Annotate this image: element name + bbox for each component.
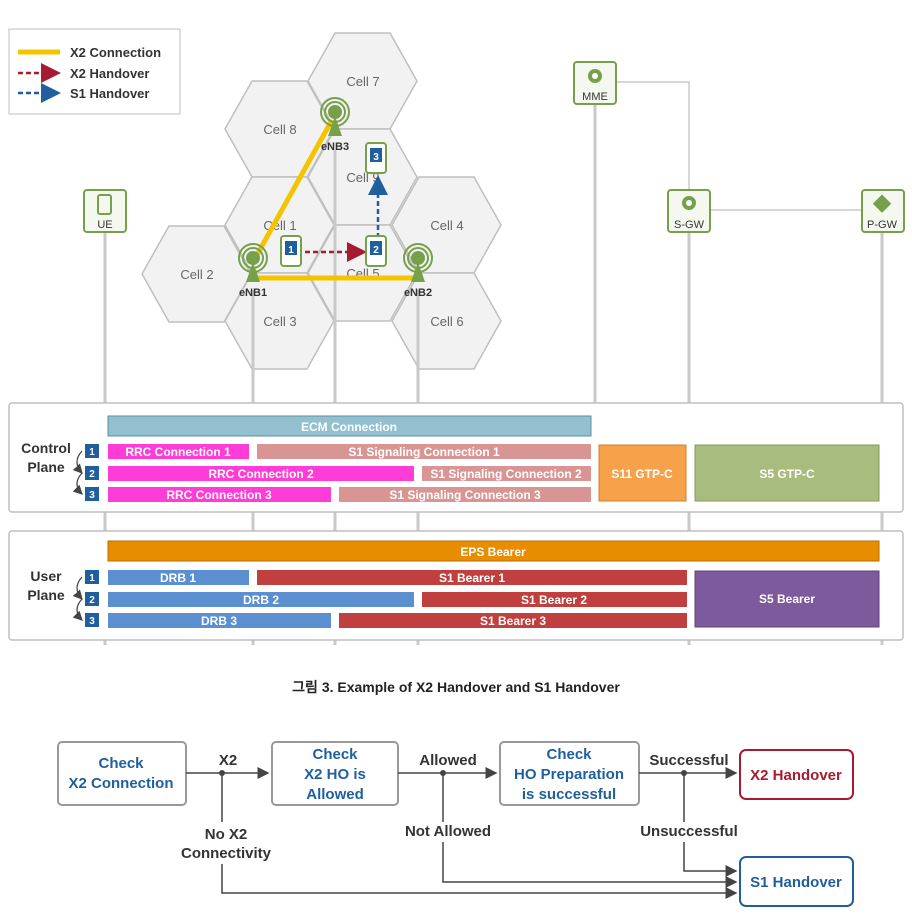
check-prep-line2: HO Preparation — [514, 766, 624, 783]
check-prep-line1: Check — [546, 746, 592, 763]
cell-3-label: Cell 3 — [263, 314, 296, 329]
control-plane-label-2: Plane — [27, 459, 65, 475]
check-x2-line2: X2 Connection — [68, 775, 173, 792]
check-ho-line3: Allowed — [306, 786, 364, 803]
ue-position-3: 3 — [365, 142, 387, 174]
label-unsuccessful: Unsuccessful — [640, 823, 738, 840]
cell-8-label: Cell 8 — [263, 122, 296, 137]
label-successful: Successful — [649, 752, 728, 769]
enb1: eNB1 — [238, 243, 268, 299]
ue-node: UE — [83, 189, 127, 233]
label-no-x2-line1: No X2 — [205, 826, 248, 843]
enb3-label: eNB3 — [321, 141, 349, 153]
sgw-node: S-GW — [667, 189, 711, 233]
s1-bearer-2: S1 Bearer 2 — [521, 593, 587, 607]
pgw-node-label: P-GW — [867, 219, 898, 231]
phone-icon — [97, 194, 112, 215]
cell-6-label: Cell 6 — [430, 314, 463, 329]
x2-handover-box — [739, 749, 854, 800]
s11-gtpc: S11 GTP-C — [611, 467, 673, 481]
label-x2: X2 — [219, 752, 237, 769]
user-plane-label-2: Plane — [27, 587, 65, 603]
legend: X2 Connection X2 Handover S1 Handover — [8, 28, 181, 115]
s5-gtpc: S5 GTP-C — [759, 467, 815, 481]
check-ho-line2: X2 HO is — [304, 766, 366, 783]
s1-signaling-1: S1 Signaling Connection 1 — [348, 445, 500, 459]
ue-position-2-num: 2 — [373, 245, 379, 256]
user-plane-label-1: User — [30, 568, 62, 584]
handover-flowchart: Check X2 Connection Check X2 HO is Allow… — [57, 741, 854, 907]
enb2: eNB2 — [403, 243, 433, 299]
up-row-2-num: 2 — [89, 595, 95, 606]
enb1-label: eNB1 — [239, 287, 267, 299]
figure-caption: 그림 3. Example of X2 Handover and S1 Hand… — [292, 679, 620, 695]
mme-node-label: MME — [582, 91, 608, 103]
drb-2: DRB 2 — [243, 593, 279, 607]
s5-bearer: S5 Bearer — [759, 592, 815, 606]
s1-bearer-1: S1 Bearer 1 — [439, 571, 505, 585]
label-no-x2-line2: Connectivity — [181, 845, 272, 862]
s1-signaling-3: S1 Signaling Connection 3 — [389, 488, 541, 502]
cell-2-label: Cell 2 — [180, 267, 213, 282]
x2-connections — [250, 118, 418, 281]
core-links — [610, 81, 862, 211]
control-plane-panel: Control Plane ECM Connection 1 2 3 RRC C… — [8, 402, 904, 513]
enb2-label: eNB2 — [404, 287, 432, 299]
s1-bearer-3: S1 Bearer 3 — [480, 614, 546, 628]
cell-7-label: Cell 7 — [346, 74, 379, 89]
legend-x2-handover-label: X2 Handover — [70, 66, 149, 81]
s1-handover-result: S1 Handover — [750, 874, 842, 891]
legend-x2-connection-label: X2 Connection — [70, 45, 161, 60]
label-not-allowed: Not Allowed — [405, 823, 491, 840]
up-row-3-num: 3 — [89, 616, 95, 627]
rrc-connection-2: RRC Connection 2 — [208, 467, 314, 481]
check-x2-connection-box — [57, 741, 187, 806]
x2-handover-result: X2 Handover — [750, 767, 842, 784]
control-plane-label-1: Control — [21, 440, 71, 456]
cp-row-2-num: 2 — [89, 469, 95, 480]
router-icon — [872, 194, 892, 213]
s1-handover-box — [739, 856, 854, 907]
ue-position-1-num: 1 — [288, 245, 294, 256]
sgw-node-label: S-GW — [674, 219, 705, 231]
ue-position-2: 2 — [365, 235, 387, 267]
ecm-connection: ECM Connection — [301, 420, 397, 434]
rrc-connection-1: RRC Connection 1 — [125, 445, 231, 459]
label-allowed: Allowed — [419, 752, 477, 769]
up-row-1-num: 1 — [89, 573, 95, 584]
cp-row-1-num: 1 — [89, 447, 95, 458]
drb-1: DRB 1 — [160, 571, 196, 585]
check-prep-line3: is successful — [522, 786, 616, 803]
cp-row-3-num: 3 — [89, 490, 95, 501]
eps-bearer: EPS Bearer — [460, 545, 526, 559]
s1-signaling-2: S1 Signaling Connection 2 — [430, 467, 582, 481]
pgw-node: P-GW — [861, 189, 905, 233]
mme-node: MME — [573, 61, 617, 105]
legend-s1-handover-label: S1 Handover — [70, 86, 149, 101]
ue-position-1: 1 — [280, 235, 302, 267]
ue-node-label: UE — [97, 219, 112, 231]
cell-4-label: Cell 4 — [430, 218, 463, 233]
check-x2-line1: Check — [98, 755, 144, 772]
drb-3: DRB 3 — [201, 614, 237, 628]
enb3: eNB3 — [320, 97, 350, 153]
ue-position-3-num: 3 — [373, 152, 379, 163]
user-plane-panel: User Plane EPS Bearer 1 2 3 DRB 1 DRB 2 … — [8, 530, 904, 641]
rrc-connection-3: RRC Connection 3 — [166, 488, 272, 502]
check-ho-line1: Check — [312, 746, 358, 763]
